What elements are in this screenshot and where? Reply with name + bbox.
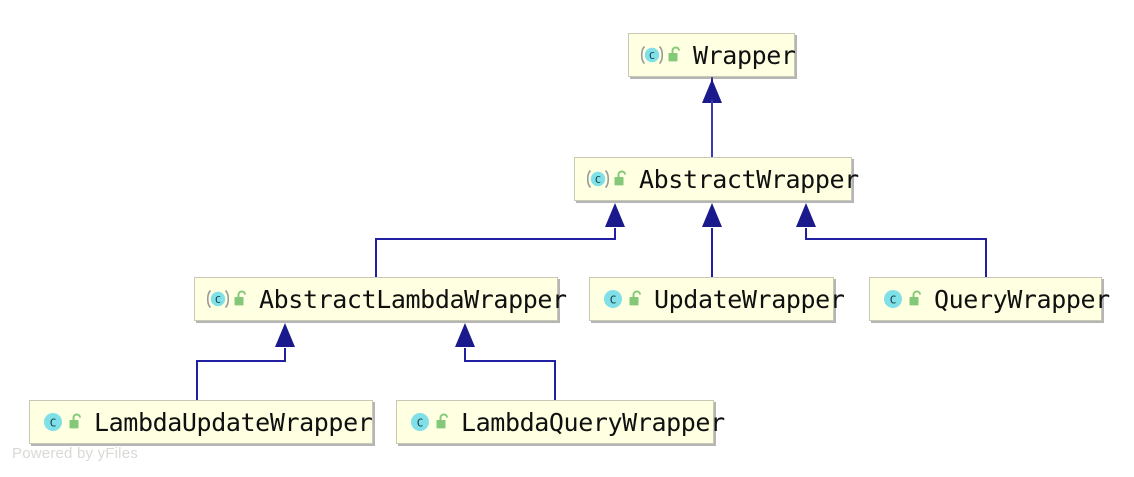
svg-text:C: C xyxy=(649,51,655,62)
class-icon-concrete: C xyxy=(411,413,429,431)
edge-lambdaupdatewrapper-to-abstractlambdawrapper xyxy=(196,323,295,400)
node-icon-group: C xyxy=(600,288,644,310)
node-icon-group: C xyxy=(205,288,249,310)
unlocked-padlock-icon xyxy=(629,290,641,306)
svg-text:C: C xyxy=(215,295,221,306)
class-node-update-wrapper[interactable]: C UpdateWrapper xyxy=(589,277,845,321)
yfiles-watermark: Powered by yFiles xyxy=(12,445,138,462)
edge-updatewrapper-to-abstractwrapper xyxy=(702,203,722,277)
svg-text:C: C xyxy=(417,417,424,430)
unlocked-padlock-icon xyxy=(234,290,246,306)
edge-abstractlambdawrapper-to-abstractwrapper xyxy=(375,203,625,277)
node-icon-group: C xyxy=(407,411,451,433)
unlocked-padlock-icon xyxy=(668,46,680,62)
class-node-lambda-update-wrapper[interactable]: C LambdaUpdateWrapper xyxy=(29,400,373,444)
class-node-abstract-lambda-wrapper[interactable]: C AbstractLambdaWrapper xyxy=(194,277,567,321)
class-name-label: QueryWrapper xyxy=(934,284,1110,314)
unlocked-padlock-icon xyxy=(69,413,81,429)
edge-lambdaquerywrapper-to-abstractlambdawrapper xyxy=(455,323,556,400)
unlocked-padlock-icon xyxy=(909,290,921,306)
class-node-lambda-query-wrapper[interactable]: C LambdaQueryWrapper xyxy=(396,400,725,444)
svg-text:C: C xyxy=(890,294,897,307)
class-icon-concrete: C xyxy=(44,413,62,431)
unlocked-padlock-icon xyxy=(436,413,448,429)
class-name-label: LambdaUpdateWrapper xyxy=(94,407,373,437)
node-icon-group: C xyxy=(880,288,924,310)
class-name-label: AbstractWrapper xyxy=(639,164,859,194)
class-icon-concrete: C xyxy=(604,290,622,308)
node-icon-group: C xyxy=(40,411,84,433)
class-name-label: UpdateWrapper xyxy=(654,284,845,314)
class-node-query-wrapper[interactable]: C QueryWrapper xyxy=(869,277,1110,321)
unlocked-padlock-icon xyxy=(614,170,626,186)
class-node-wrapper[interactable]: C Wrapper xyxy=(628,33,796,77)
svg-text:C: C xyxy=(50,417,57,430)
svg-text:C: C xyxy=(595,175,601,186)
edge-abstractwrapper-to-wrapper xyxy=(702,77,722,157)
edge-querywrapper-to-abstractwrapper xyxy=(796,203,987,277)
node-icon-group: C xyxy=(585,168,629,190)
svg-text:C: C xyxy=(610,294,617,307)
class-name-label: AbstractLambdaWrapper xyxy=(259,284,567,314)
class-node-abstract-wrapper[interactable]: C AbstractWrapper xyxy=(574,157,859,201)
class-icon-abstract: C xyxy=(586,169,610,189)
class-icon-abstract: C xyxy=(640,45,664,65)
class-icon-concrete: C xyxy=(884,290,902,308)
class-name-label: Wrapper xyxy=(693,40,796,70)
class-icon-abstract: C xyxy=(206,289,230,309)
class-name-label: LambdaQueryWrapper xyxy=(461,407,725,437)
node-icon-group: C xyxy=(639,44,683,66)
